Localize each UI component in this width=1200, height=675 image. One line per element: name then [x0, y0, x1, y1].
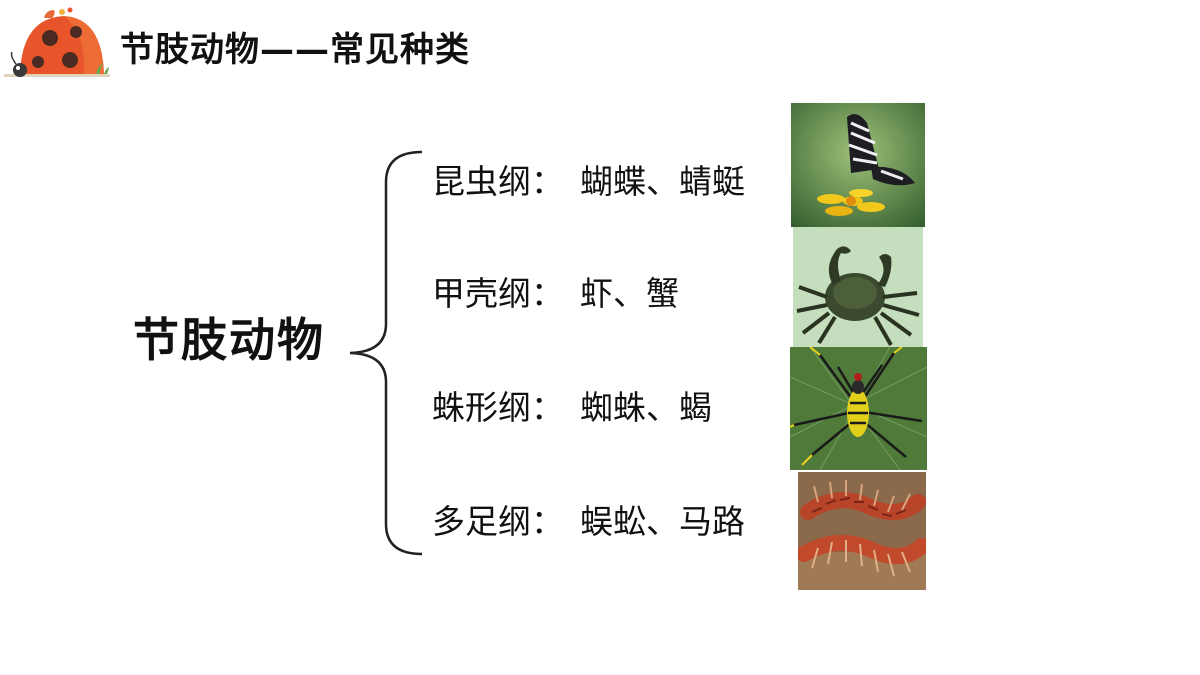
class-label: 甲壳纲：: [432, 274, 564, 313]
examples-label: 虾、蟹: [580, 274, 679, 313]
examples-label: 蜈蚣、马路: [580, 502, 745, 541]
group-row-insecta: 昆虫纲： 蝴蝶、蜻蜓: [432, 160, 745, 204]
spider-photo: [790, 347, 927, 470]
slide-title: 节肢动物——常见种类: [120, 30, 470, 70]
group-row-myriapoda: 多足纲： 蜈蚣、马路: [432, 500, 745, 544]
examples-label: 蜘蛛、蝎: [580, 388, 712, 427]
class-label: 昆虫纲：: [432, 162, 564, 201]
examples-label: 蝴蝶、蜻蜓: [580, 162, 745, 201]
butterfly-photo: [791, 103, 925, 227]
class-label: 蛛形纲：: [432, 388, 564, 427]
ladybug-logo-icon: [4, 4, 110, 80]
main-category-label: 节肢动物: [133, 313, 325, 367]
group-row-crustacea: 甲壳纲： 虾、蟹: [432, 272, 679, 316]
crab-photo: [793, 227, 923, 347]
group-row-arachnida: 蛛形纲： 蜘蛛、蝎: [432, 386, 712, 430]
class-label: 多足纲：: [432, 502, 564, 541]
centipede-photo: [798, 472, 926, 590]
curly-brace: [344, 148, 428, 558]
